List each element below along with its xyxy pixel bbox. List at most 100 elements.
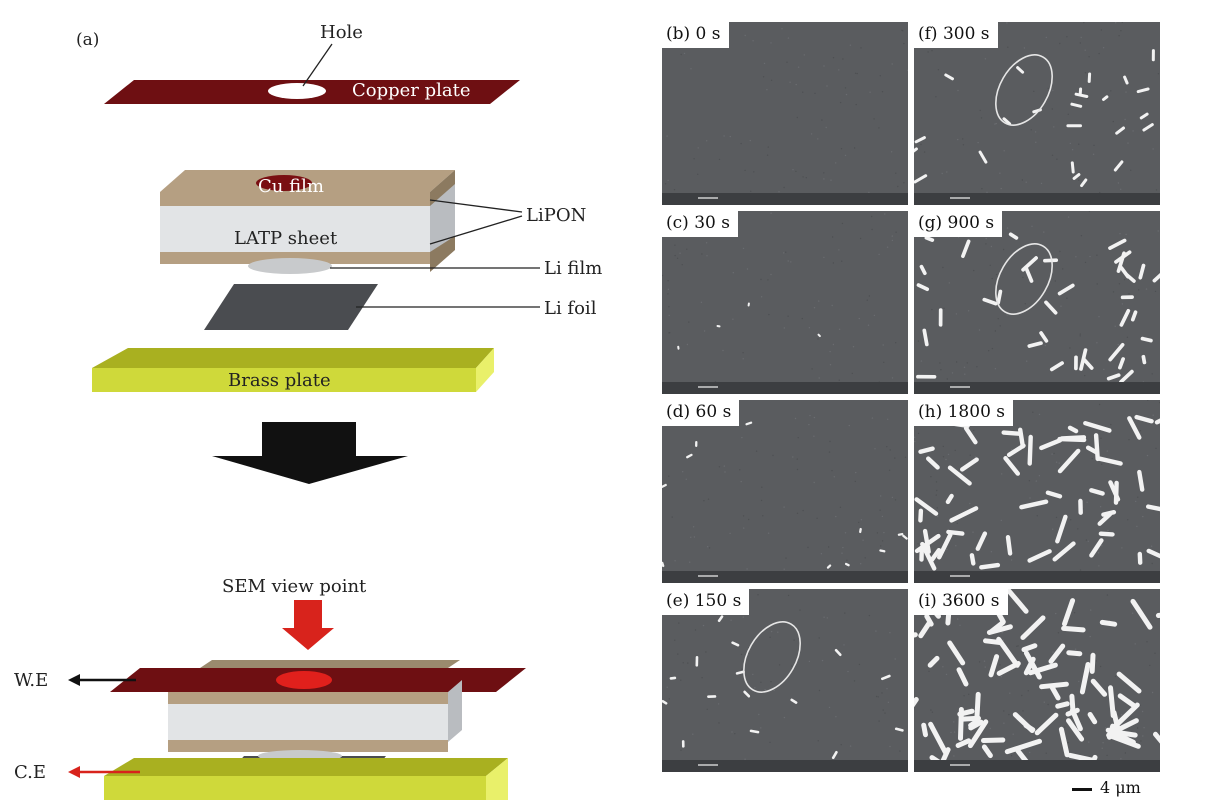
dendrite bbox=[1021, 256, 1038, 272]
counter-electrode-label: C.E bbox=[14, 762, 46, 783]
dendrite bbox=[1114, 250, 1132, 264]
dendrite bbox=[937, 532, 953, 560]
dendrite bbox=[1142, 123, 1154, 132]
dendrite bbox=[1044, 300, 1058, 315]
dendrite bbox=[1117, 693, 1137, 709]
dendrite bbox=[1108, 238, 1127, 250]
dendrite bbox=[1043, 258, 1059, 263]
dendrite bbox=[1093, 433, 1100, 462]
dendrite bbox=[1008, 232, 1019, 240]
dendrite bbox=[918, 446, 935, 454]
dendrite bbox=[686, 453, 693, 459]
dendrite bbox=[1089, 538, 1104, 558]
dendrite bbox=[914, 136, 926, 144]
dendrite bbox=[919, 264, 927, 276]
dendrite bbox=[1116, 671, 1142, 694]
dendrite bbox=[969, 553, 976, 566]
dendrite bbox=[1123, 75, 1129, 85]
panel-tag: (g) 900 s bbox=[914, 211, 1003, 237]
dendrite bbox=[1097, 511, 1113, 526]
sem-image bbox=[914, 589, 1160, 772]
assembly-arrow bbox=[212, 422, 408, 484]
dendrite bbox=[1019, 499, 1049, 510]
dendrite bbox=[1074, 92, 1089, 98]
dendrite bbox=[1106, 373, 1121, 381]
dendrite bbox=[1039, 331, 1049, 343]
li-foil-label: Li foil bbox=[544, 298, 597, 319]
dendrite bbox=[1048, 643, 1066, 664]
dendrite bbox=[1057, 283, 1075, 296]
dendrite bbox=[1154, 418, 1160, 425]
dendrite bbox=[914, 497, 939, 516]
panel-tag: (e) 150 s bbox=[662, 589, 750, 615]
dendrite bbox=[988, 654, 1000, 678]
dendrite bbox=[1087, 712, 1098, 725]
dendrite bbox=[1066, 650, 1083, 657]
dendrite bbox=[834, 648, 842, 657]
dendrite bbox=[1061, 625, 1086, 633]
dendrite bbox=[1012, 712, 1035, 733]
dendrite bbox=[916, 283, 930, 292]
dendrite bbox=[1139, 112, 1149, 120]
dendrite bbox=[881, 674, 891, 681]
dendrite bbox=[988, 620, 1006, 635]
dendrite bbox=[1102, 95, 1109, 101]
highlight-circle bbox=[743, 621, 801, 693]
dendrite bbox=[831, 751, 838, 760]
dendrite bbox=[1099, 619, 1118, 627]
dendrite bbox=[961, 239, 971, 259]
dendrite bbox=[844, 562, 850, 567]
dendrite bbox=[826, 564, 832, 569]
dendrite bbox=[1115, 126, 1125, 135]
dendrite bbox=[1004, 738, 1042, 755]
working-electrode-label: W.E bbox=[14, 670, 49, 691]
dendrite bbox=[902, 534, 908, 540]
dendrite bbox=[945, 612, 952, 626]
dendrite bbox=[1152, 272, 1160, 283]
dendrite bbox=[662, 483, 667, 489]
dendrite bbox=[1138, 263, 1146, 280]
dendrite bbox=[1024, 266, 1034, 283]
cu-film-window bbox=[276, 671, 332, 689]
cu-film-label: Cu film bbox=[258, 176, 324, 197]
dendrite bbox=[1039, 681, 1069, 690]
dendrite bbox=[1069, 693, 1076, 711]
panel-tag: (h) 1800 s bbox=[914, 400, 1014, 426]
dendrite bbox=[1111, 729, 1138, 738]
dendrite bbox=[981, 744, 993, 759]
li-film-label: Li film bbox=[544, 258, 603, 279]
dendrite bbox=[1027, 549, 1052, 563]
dendrite bbox=[978, 150, 988, 164]
sem-image bbox=[662, 211, 908, 394]
dendrite bbox=[1097, 456, 1123, 466]
dendrite bbox=[1079, 662, 1091, 695]
dendrite bbox=[1034, 712, 1059, 736]
panel-tag: (b) 0 s bbox=[662, 22, 729, 48]
dendrite bbox=[1059, 435, 1087, 441]
dendrite bbox=[918, 621, 932, 639]
sem-view-arrow bbox=[282, 600, 334, 650]
dendrite bbox=[914, 147, 918, 153]
cu-film-spot bbox=[256, 175, 312, 191]
dendrite bbox=[662, 561, 665, 568]
sem-panel-h: (h) 1800 s bbox=[914, 400, 1160, 583]
dendrite bbox=[1098, 531, 1115, 537]
dendrite bbox=[963, 426, 978, 445]
dendrite bbox=[922, 528, 931, 554]
dendrite bbox=[1153, 731, 1160, 744]
dendrite bbox=[1001, 430, 1022, 436]
dendrite bbox=[925, 456, 940, 470]
dendrite bbox=[879, 549, 886, 553]
highlight-circle bbox=[995, 54, 1053, 126]
dendrite bbox=[1005, 534, 1013, 556]
dendrite bbox=[1057, 448, 1081, 474]
dendrite bbox=[1089, 652, 1096, 674]
dendrite bbox=[745, 421, 753, 426]
dendrite bbox=[1027, 341, 1043, 348]
dendrite bbox=[1081, 357, 1094, 370]
dendrite bbox=[1145, 504, 1160, 512]
dendrite bbox=[1070, 102, 1083, 108]
highlight-circle bbox=[995, 243, 1053, 315]
dendrite bbox=[967, 719, 989, 749]
dendrite bbox=[1049, 361, 1064, 372]
